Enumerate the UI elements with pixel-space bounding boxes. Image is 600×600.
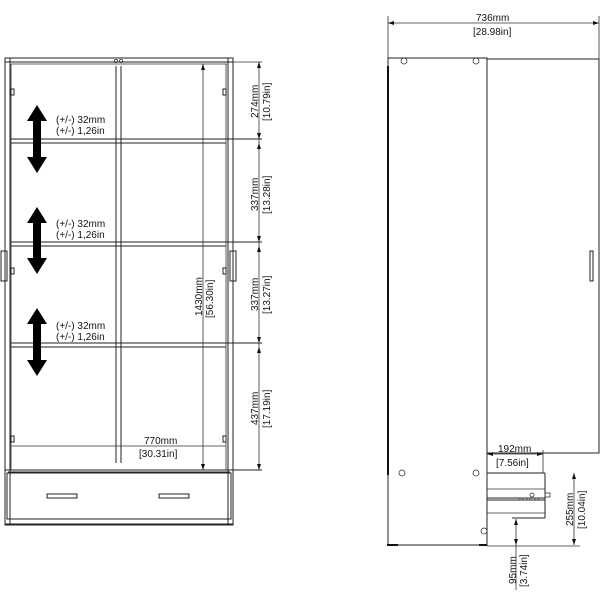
side-view: 736mm [28.98in] xyxy=(387,13,600,590)
shelf-adjust-in: (+/-) 1,26in xyxy=(56,230,105,241)
svg-text:274mm: 274mm xyxy=(250,85,261,118)
door-handle-right xyxy=(229,250,237,282)
hinge-icon xyxy=(10,88,15,96)
svg-text:95mm: 95mm xyxy=(508,556,519,584)
svg-text:[17.19in]: [17.19in] xyxy=(262,389,273,428)
svg-text:770mm: 770mm xyxy=(144,436,177,447)
svg-text:[10.04in]: [10.04in] xyxy=(577,490,588,529)
svg-text:[13.28in]: [13.28in] xyxy=(262,175,273,214)
svg-text:337mm: 337mm xyxy=(250,178,261,211)
depth-dimension: 736mm [28.98in] xyxy=(387,13,600,60)
drawer-extension-dimension: 192mm [7.56in] xyxy=(486,444,544,473)
hinge-icon xyxy=(222,88,227,96)
drawer-side xyxy=(487,472,551,519)
hinge-icon xyxy=(222,267,227,275)
plinth-height-dimension: 95mm [3.74in] xyxy=(508,519,530,590)
svg-text:[3.74in]: [3.74in] xyxy=(519,554,530,587)
drawer-handle-left xyxy=(46,493,78,499)
drawer-handle-right xyxy=(158,493,190,499)
inner-width-dimension: 770mm [30.31in] xyxy=(11,436,226,460)
svg-text:[13.27in]: [13.27in] xyxy=(262,275,273,314)
hinge-icon xyxy=(10,435,15,443)
compartment-height-dimensions: 274mm [10.79in] 337mm [13.28in] 337mm [1… xyxy=(233,61,273,470)
svg-text:437mm: 437mm xyxy=(250,392,261,425)
hinge-icon xyxy=(222,435,227,443)
svg-text:[28.98in]: [28.98in] xyxy=(473,27,512,38)
svg-text:736mm: 736mm xyxy=(476,13,509,24)
svg-text:192mm: 192mm xyxy=(498,444,531,455)
svg-text:[7.56in]: [7.56in] xyxy=(496,458,529,469)
svg-text:[10.79in]: [10.79in] xyxy=(262,82,273,121)
inner-height-dimension: 1430mm [56.30in] xyxy=(194,64,216,470)
shelf-adjust-arrow-icon xyxy=(27,105,47,173)
front-view: (+/-) 32mm (+/-) 1,26in (+/-) 32mm (+/-)… xyxy=(0,57,273,526)
drawer-height-dimension: 255mm [10.04in] xyxy=(487,473,588,547)
shelves xyxy=(11,138,262,348)
door-handle-icon xyxy=(589,250,594,282)
shelf-adjust-arrow-icon xyxy=(27,207,47,274)
shelf-adjust-mm: (+/-) 32mm xyxy=(56,219,105,230)
door-handle-left xyxy=(0,250,8,282)
shelf-adjust-mm: (+/-) 32mm xyxy=(56,115,105,126)
shelf-adjust-mm: (+/-) 32mm xyxy=(56,321,105,332)
cabinet-outline xyxy=(4,57,234,526)
drawer-front xyxy=(6,472,232,520)
svg-text:[30.31in]: [30.31in] xyxy=(139,449,178,460)
svg-text:1430mm: 1430mm xyxy=(194,277,205,316)
cabinet-side-body xyxy=(387,57,488,546)
shelf-adjust-in: (+/-) 1,26in xyxy=(56,126,105,137)
svg-text:[56.30in]: [56.30in] xyxy=(205,279,216,318)
svg-text:255mm: 255mm xyxy=(565,493,576,526)
hinge-icon xyxy=(10,267,15,275)
shelf-adjust-in: (+/-) 1,26in xyxy=(56,332,105,343)
open-door xyxy=(486,58,600,454)
shelf-adjust-arrow-icon xyxy=(27,308,47,376)
svg-text:337mm: 337mm xyxy=(250,278,261,311)
